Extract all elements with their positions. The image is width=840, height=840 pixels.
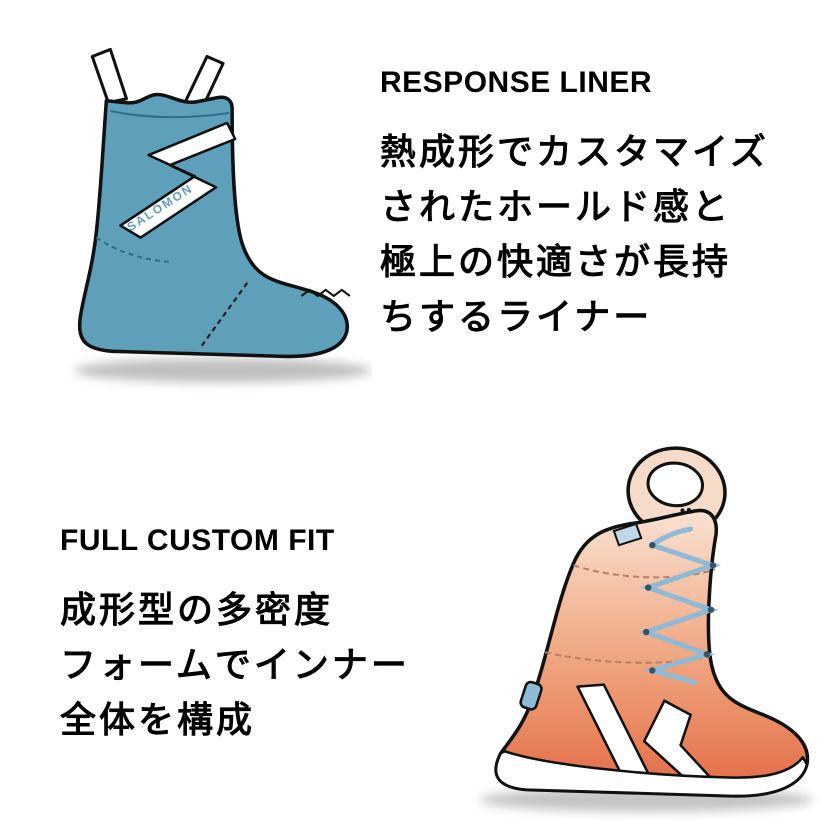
coral-boot-svg: [479, 446, 813, 812]
heel-clip: [519, 680, 543, 711]
salomon-logo-band: [119, 121, 237, 239]
boot-shadow: [74, 358, 372, 383]
lace-anchors: [643, 541, 717, 674]
coral-boot-body: [494, 508, 810, 798]
left-pull-tab: [90, 47, 128, 105]
teal-boot-svg: SALOMON: [74, 47, 372, 383]
response-liner-line-4: ちするライナー: [380, 296, 653, 337]
heel-seam: [95, 236, 169, 263]
response-liner-line-3: 極上の快適さが長持: [380, 241, 732, 282]
full-custom-fit-heading: FULL CUSTOM FIT: [60, 524, 335, 557]
response-liner-line-2: されたホールド感と: [380, 186, 732, 227]
white-sole: [494, 749, 809, 798]
ankle-stitch: [199, 282, 249, 349]
collar-seam: [110, 109, 230, 119]
full-custom-fit-line-1: 成形型の多密度: [60, 589, 334, 630]
toe-zigzag-stitch: [300, 288, 351, 298]
response-liner-line-1: 熱成形でカスタマイズ: [380, 131, 769, 172]
upper-seam: [573, 564, 716, 579]
full-custom-fit-line-3: 全体を構成: [60, 699, 256, 740]
full-custom-fit-illustration: [426, 436, 820, 820]
full-custom-fit-line-2: フォームでインナー: [60, 644, 410, 685]
response-liner-heading: RESPONSE LINER: [380, 66, 653, 99]
full-custom-fit-section: FULL CUSTOM FIT 成形型の多密度 フォームでインナー 全体を構成: [60, 524, 440, 747]
laces: [638, 526, 721, 686]
response-liner-section: RESPONSE LINER 熱成形でカスタマイズ されたホールド感と 極上の快…: [380, 66, 830, 344]
response-liner-illustration: SALOMON: [50, 46, 372, 394]
top-strap-piece: [612, 522, 643, 547]
